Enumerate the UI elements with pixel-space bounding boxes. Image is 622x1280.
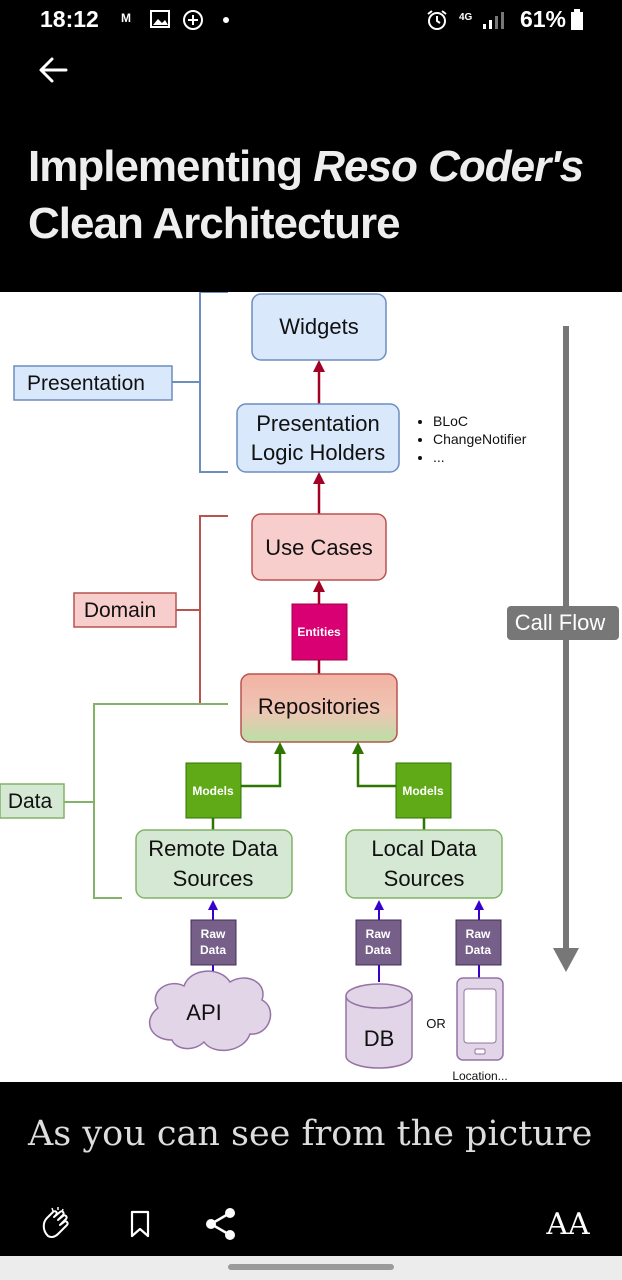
svg-text:Data: Data	[8, 790, 53, 813]
entities-tag: Entities	[291, 603, 348, 661]
svg-text:Models: Models	[192, 784, 234, 798]
svg-text:Entities: Entities	[297, 625, 341, 639]
repositories-node: Repositories	[240, 673, 398, 743]
signal-icon	[483, 12, 504, 29]
bookmark-icon	[130, 1210, 150, 1238]
svg-text:Local Data: Local Data	[371, 836, 477, 861]
raw-data-tag-api: Raw Data	[190, 919, 237, 966]
models-tag-local: Models	[395, 762, 452, 819]
bottom-toolbar: AA	[0, 1196, 622, 1256]
svg-text:Data: Data	[365, 943, 391, 957]
svg-text:Widgets: Widgets	[279, 314, 358, 339]
network-type: 4G	[459, 12, 473, 23]
layer-label-data: Data	[0, 783, 65, 819]
navigation-bar	[0, 1256, 622, 1280]
diagram-canvas: Presentation Domain Data Widgets Present…	[0, 292, 619, 1082]
db-cylinder: DB	[345, 983, 413, 1069]
svg-text:Sources: Sources	[173, 866, 254, 891]
layer-label-domain: Domain	[73, 592, 177, 628]
svg-text:Sources: Sources	[384, 866, 465, 891]
arrow-left-icon	[39, 57, 68, 83]
svg-text:Raw: Raw	[466, 927, 491, 941]
share-button[interactable]	[198, 1202, 244, 1246]
location-label: Location...	[452, 1069, 507, 1082]
plh-bullet-list: BLoC ChangeNotifier ...	[418, 413, 527, 465]
svg-text:...: ...	[433, 449, 445, 465]
article-caption: As you can see from the picture	[28, 1114, 593, 1154]
clap-icon	[42, 1207, 69, 1239]
notification-dot-icon	[223, 17, 229, 23]
svg-text:BLoC: BLoC	[433, 413, 468, 429]
gmail-icon: M	[121, 11, 131, 25]
svg-text:Remote Data: Remote Data	[148, 836, 278, 861]
use-cases-node: Use Cases	[251, 513, 387, 581]
svg-text:ChangeNotifier: ChangeNotifier	[433, 431, 527, 447]
alarm-icon	[427, 10, 447, 30]
svg-text:Repositories: Repositories	[258, 694, 380, 719]
svg-text:API: API	[186, 1000, 221, 1025]
call-flow-arrow	[553, 326, 579, 972]
svg-text:Data: Data	[200, 943, 226, 957]
svg-text:Domain: Domain	[84, 599, 156, 622]
raw-data-tag-db: Raw Data	[355, 919, 402, 966]
battery-icon	[571, 9, 583, 30]
api-cloud: API	[148, 970, 272, 1052]
article-title: Implementing Reso Coder's Clean Architec…	[28, 142, 584, 248]
svg-text:Use Cases: Use Cases	[265, 535, 373, 560]
svg-text:Models: Models	[402, 784, 444, 798]
share-icon	[206, 1208, 235, 1240]
data-bracket	[64, 703, 228, 899]
battery-percent: 61%	[519, 6, 566, 32]
gallery-icon	[150, 10, 170, 28]
font-size-button[interactable]: AA	[546, 1206, 590, 1242]
svg-text:Call Flow: Call Flow	[515, 610, 606, 635]
svg-text:Raw: Raw	[201, 927, 226, 941]
svg-text:Presentation: Presentation	[256, 411, 380, 436]
svg-text:Logic Holders: Logic Holders	[251, 440, 386, 465]
widgets-node: Widgets	[251, 293, 387, 361]
domain-bracket	[176, 515, 228, 705]
svg-text:Data: Data	[465, 943, 491, 957]
svg-text:Raw: Raw	[366, 927, 391, 941]
remote-data-sources-node: Remote Data Sources	[135, 829, 293, 899]
svg-text:Presentation: Presentation	[27, 372, 145, 395]
or-label: OR	[426, 1016, 446, 1031]
status-bar: 18:12 M 4G 61%	[0, 0, 622, 42]
presentation-bracket	[172, 292, 228, 473]
bookmark-button[interactable]	[118, 1202, 162, 1246]
layer-label-presentation: Presentation	[13, 365, 173, 401]
raw-data-tag-location: Raw Data	[455, 919, 502, 966]
models-tag-remote: Models	[185, 762, 242, 819]
arrow-plh-to-widgets	[313, 360, 325, 404]
clap-button[interactable]	[34, 1202, 78, 1246]
home-gesture-handle[interactable]	[228, 1264, 394, 1270]
status-time: 18:12	[40, 6, 99, 32]
call-flow-label: Call Flow	[507, 606, 619, 640]
arrow-usecases-to-plh	[313, 472, 325, 514]
presentation-logic-holders-node: Presentation Logic Holders	[236, 403, 400, 473]
local-data-sources-node: Local Data Sources	[345, 829, 503, 899]
location-device-icon	[456, 977, 504, 1061]
back-button[interactable]	[30, 48, 78, 92]
assistant-icon	[183, 10, 203, 30]
svg-text:DB: DB	[364, 1026, 395, 1051]
architecture-diagram: Presentation Domain Data Widgets Present…	[0, 292, 622, 1082]
